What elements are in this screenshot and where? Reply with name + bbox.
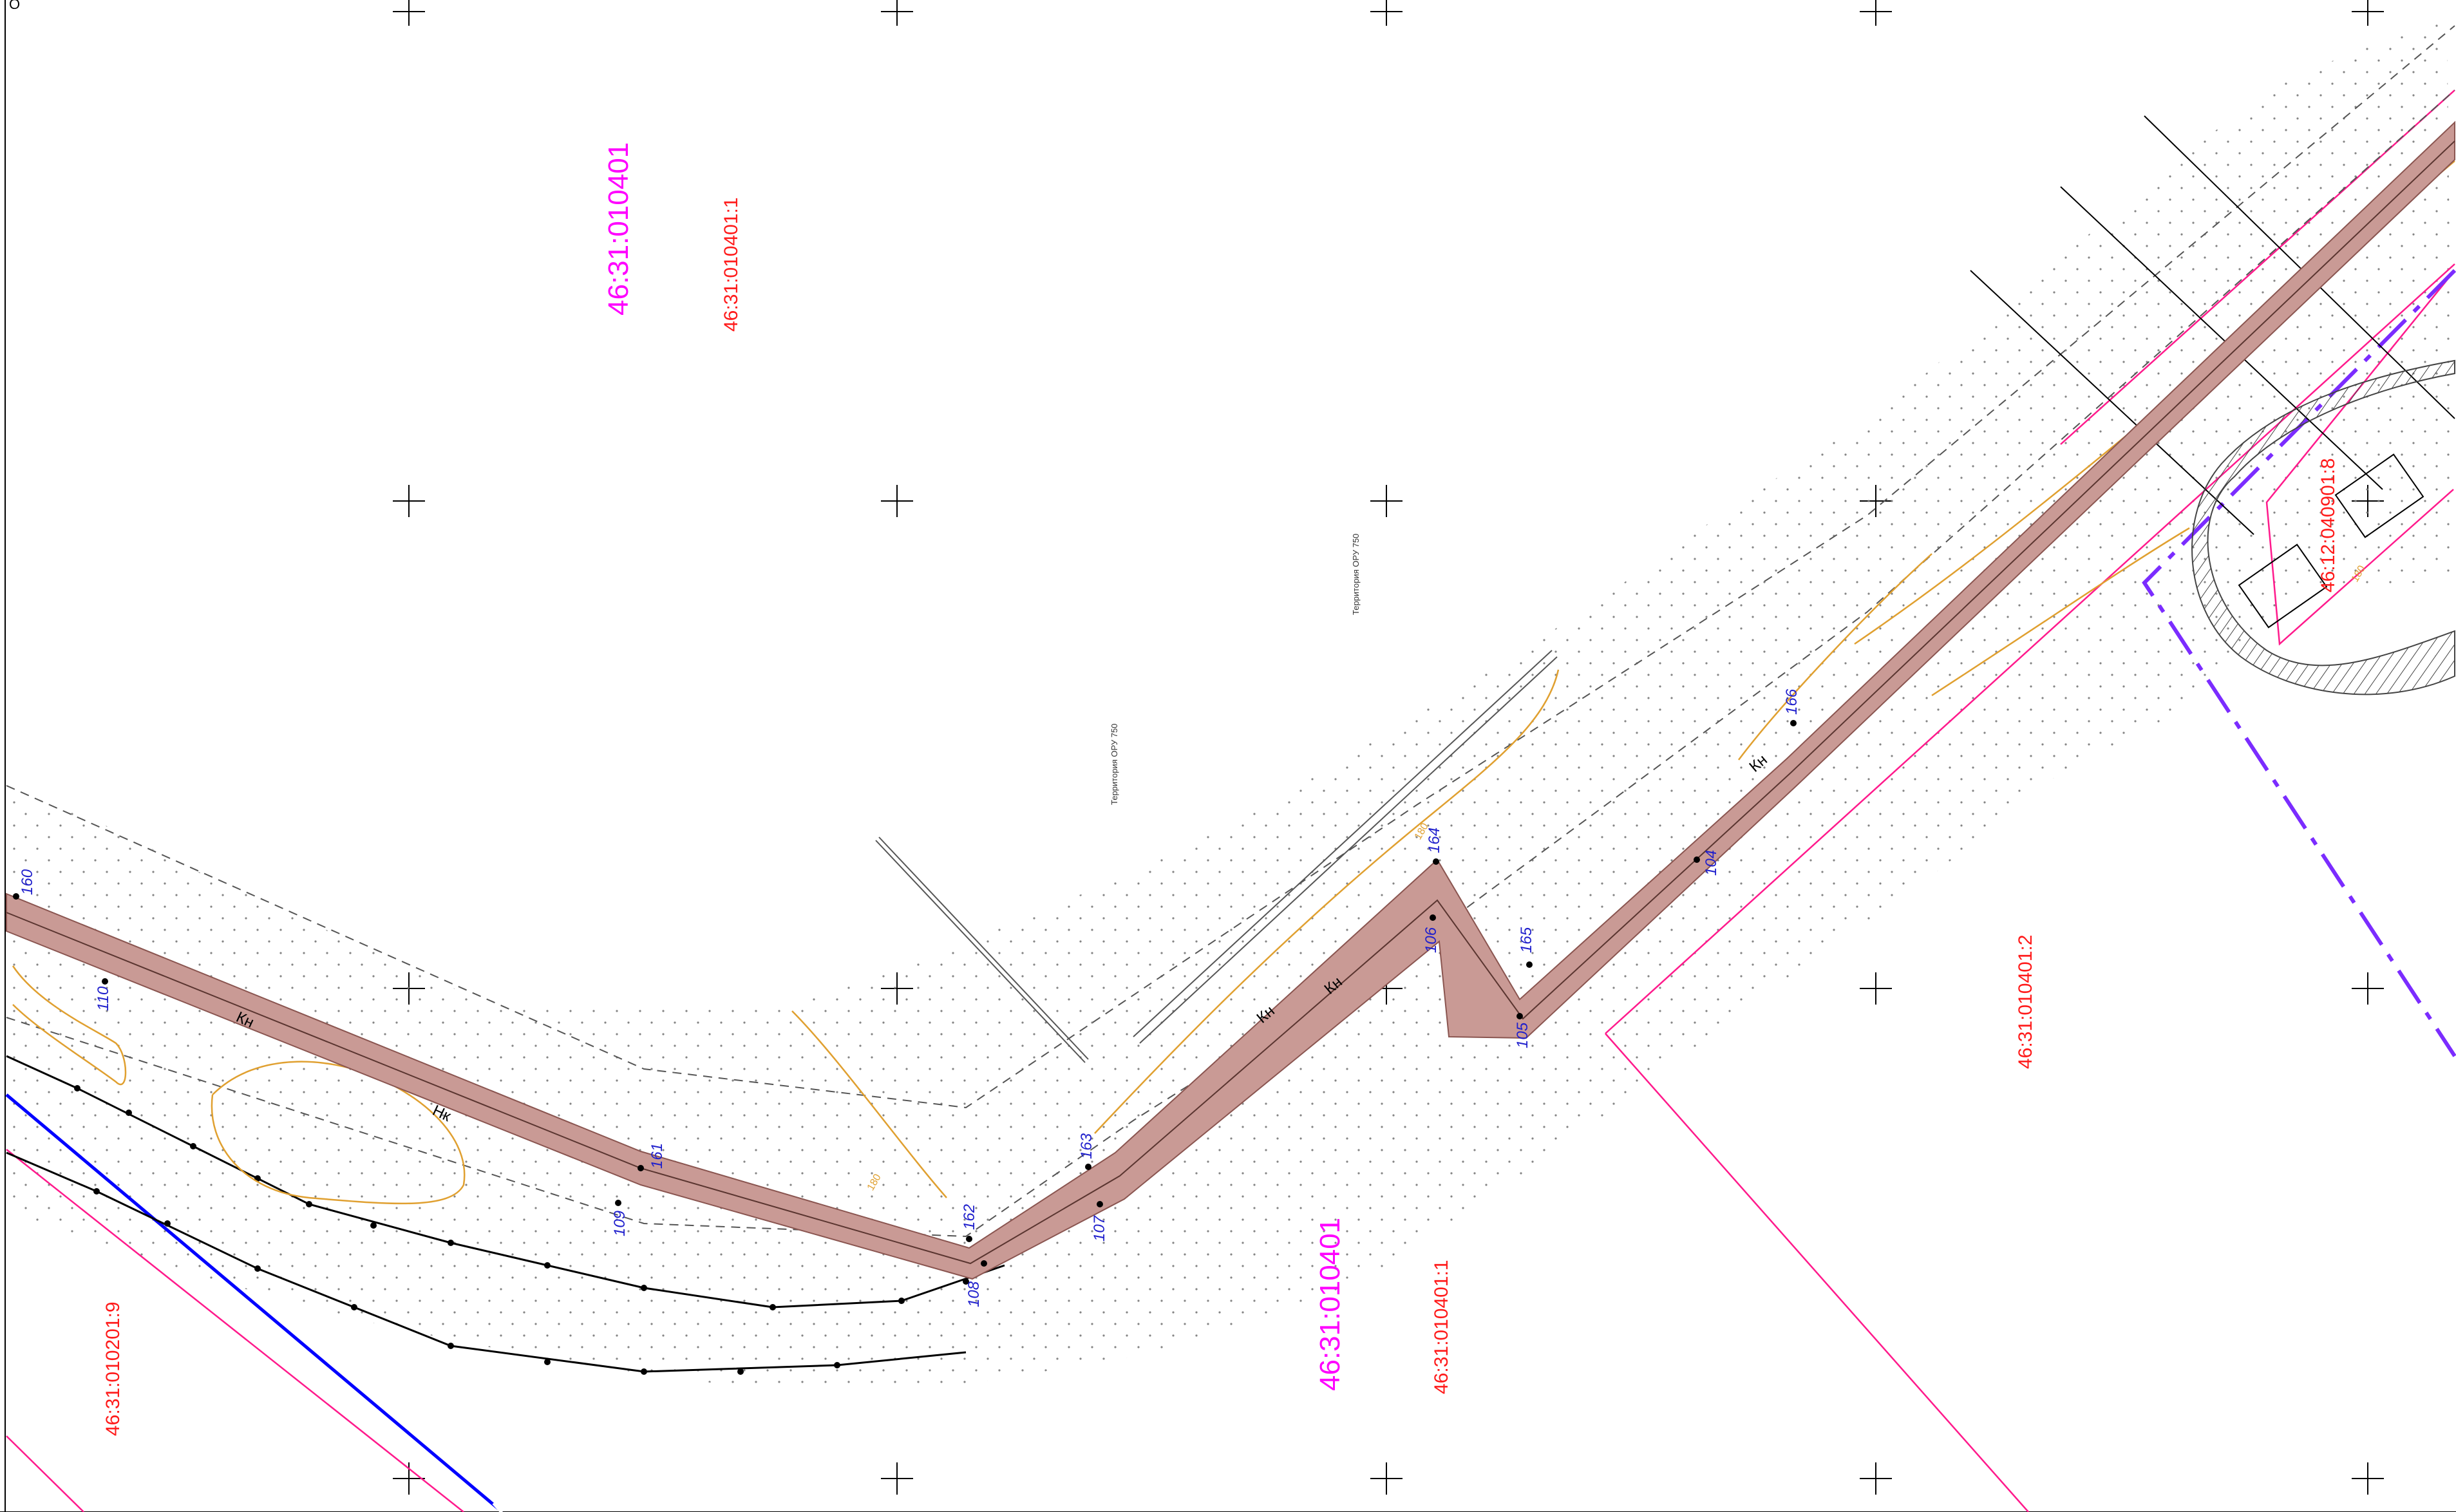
- corner-mark: O: [9, 0, 20, 12]
- route-point-107: 107: [1091, 1214, 1108, 1242]
- parcel-label-left: 46:31:010201:9: [102, 1301, 124, 1436]
- parcel-label-bottom: 46:31:010401:1: [1431, 1260, 1452, 1394]
- quarter-label-top: 46:31:010401: [603, 142, 634, 316]
- fence-lines: [875, 650, 1558, 1063]
- quarter-label-bottom: 46:31:010401: [1314, 1218, 1346, 1391]
- route-point-markers: [13, 720, 1797, 1267]
- corridor-offsets: [6, 25, 2455, 1238]
- parcel-label-right: 46:31:010401:2: [2015, 934, 2036, 1069]
- power-line-poles: [74, 1085, 969, 1375]
- route-point-165: 165: [1518, 927, 1535, 953]
- boundary-blue-left: [5, 1093, 504, 1512]
- route-point-104: 104: [1703, 850, 1720, 876]
- parcel-label-east: 46:12:040901:8: [2318, 458, 2339, 592]
- corridor-centerline: [6, 140, 2455, 1265]
- route-point-109: 109: [611, 1211, 628, 1236]
- route-point-108: 108: [965, 1281, 983, 1307]
- embankment: [2191, 359, 2455, 695]
- terrain-survey-area: [6, 19, 2453, 1391]
- route-point-105: 105: [1514, 1022, 1531, 1048]
- route-point-166: 166: [1783, 688, 1800, 715]
- territory-note-2: Территория ОРУ 750: [1110, 724, 1119, 805]
- route-point-160: 160: [19, 869, 36, 895]
- route-point-163: 163: [1078, 1133, 1095, 1159]
- boundary-blue-left-dash: [397, 1395, 504, 1512]
- route-point-164: 164: [1426, 827, 1443, 853]
- route-point-110: 110: [95, 986, 112, 1011]
- boundary-purple-right: [2142, 269, 2456, 1057]
- parcel-label-top: 46:31:010401:1: [721, 197, 742, 332]
- route-point-106: 106: [1422, 927, 1440, 953]
- route-point-162: 162: [961, 1204, 978, 1230]
- territory-note-1: Территория ОРУ 750: [1351, 534, 1361, 615]
- route-point-161: 161: [648, 1143, 666, 1169]
